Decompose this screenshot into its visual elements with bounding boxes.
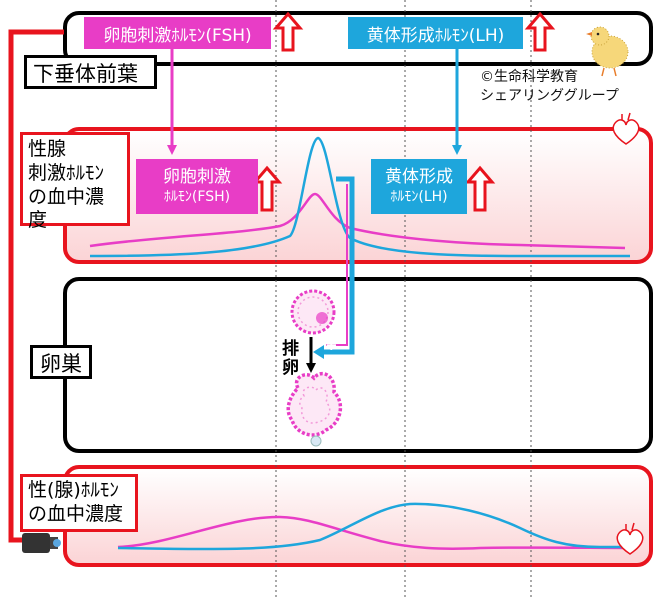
ovulation-line-1: 排 [282, 339, 299, 359]
sex-hormone-label-line-2: の血中濃度 [28, 502, 124, 525]
ovulation-label: 排 卵 [282, 340, 299, 377]
ovary-panel [63, 277, 653, 453]
up-arrow-icon [524, 11, 556, 52]
pituitary-label: 下垂体前葉 [24, 55, 157, 89]
pituitary-lh-label: 黄体形成ﾎﾙﾓﾝ(LH) [348, 17, 523, 49]
fsh-feedback-line [326, 184, 348, 346]
gonadotropin-fsh-label: 卵胞刺激 ﾎﾙﾓﾝ(FSH) [136, 159, 258, 214]
gonadotropin-label-line-1: 性腺 [28, 138, 67, 160]
ovulation-line-2: 卵 [282, 357, 299, 378]
up-arrow-icon [251, 165, 283, 212]
gonadotropin-label-line-2: 刺激ﾎﾙﾓﾝ [28, 161, 105, 184]
up-arrow-icon [464, 165, 496, 212]
positive-feedback-plus: + [325, 336, 338, 354]
estrogen-curve [117, 515, 629, 550]
gonadotropin-label: 性腺 刺激ﾎﾙﾓﾝ の血中濃度 [20, 132, 130, 231]
heart-icon-upper [612, 112, 640, 145]
credit-line-1: ©生命科学教育 [480, 69, 578, 85]
progesterone-curve [117, 502, 628, 551]
chick-mascot-icon [586, 26, 629, 77]
credit-text: ©生命科学教育 シェアリンググループ [480, 68, 619, 106]
lh-feedback-arrow [324, 176, 355, 355]
camera-icon [22, 533, 61, 553]
gonadotropin-lh-line-1: 黄体形成 [385, 167, 453, 188]
heart-icon-lower [616, 522, 644, 555]
sex-hormone-label: 性(腺)ﾎﾙﾓﾝ の血中濃度 [20, 474, 138, 532]
gonadotropin-lh-line-2: ﾎﾙﾓﾝ(LH) [390, 189, 448, 206]
feedback-line [8, 29, 64, 543]
pituitary-fsh-label: 卵胞刺激ﾎﾙﾓﾝ(FSH) [84, 17, 271, 49]
gonadotropin-label-line-3: の血中濃度 [28, 185, 105, 232]
credit-line-2: シェアリンググループ [480, 87, 619, 104]
corpus-luteum-icon [286, 371, 343, 447]
gonadotropin-lh-label: 黄体形成 ﾎﾙﾓﾝ(LH) [371, 159, 467, 214]
sex-hormone-panel [63, 465, 653, 567]
gonadotropin-fsh-line-2: ﾎﾙﾓﾝ(FSH) [163, 189, 231, 206]
gonadotropin-fsh-line-1: 卵胞刺激 [163, 167, 231, 188]
lh-curve [89, 136, 630, 258]
fsh-curve [89, 192, 626, 250]
ovary-label: 卵巣 [30, 345, 92, 379]
up-arrow-icon [272, 11, 304, 52]
sex-hormone-label-line-1: 性(腺)ﾎﾙﾓﾝ [28, 479, 119, 501]
follicle-icon [290, 289, 336, 335]
